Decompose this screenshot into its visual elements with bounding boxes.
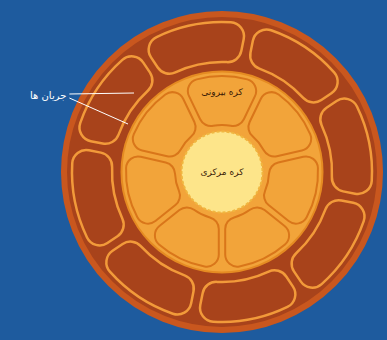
circle-shape <box>182 132 263 213</box>
mantle-currents <box>72 22 372 322</box>
current-cell <box>248 92 311 156</box>
current-cell <box>200 270 295 322</box>
current-cell <box>188 76 256 126</box>
current-cell <box>149 22 244 74</box>
layer-label: کره مرکزی <box>199 167 246 178</box>
leader-line <box>69 93 134 94</box>
current-cell <box>126 156 180 223</box>
callout-label: جریان ها <box>30 90 66 102</box>
outer-core-circle: کره بیرونی کره مرکزی <box>120 70 324 274</box>
current-cell <box>225 207 289 266</box>
current-cell <box>72 150 124 245</box>
mantle-ring <box>64 14 380 330</box>
current-cell <box>133 92 196 156</box>
leader-line <box>69 98 128 124</box>
current-cell <box>155 207 219 266</box>
layer-label: کره بیرونی <box>199 87 244 98</box>
circle-shape <box>122 72 323 273</box>
inner-core-circle: کره مرکزی <box>180 130 264 214</box>
current-cell <box>320 99 372 194</box>
current-cell <box>264 156 318 223</box>
